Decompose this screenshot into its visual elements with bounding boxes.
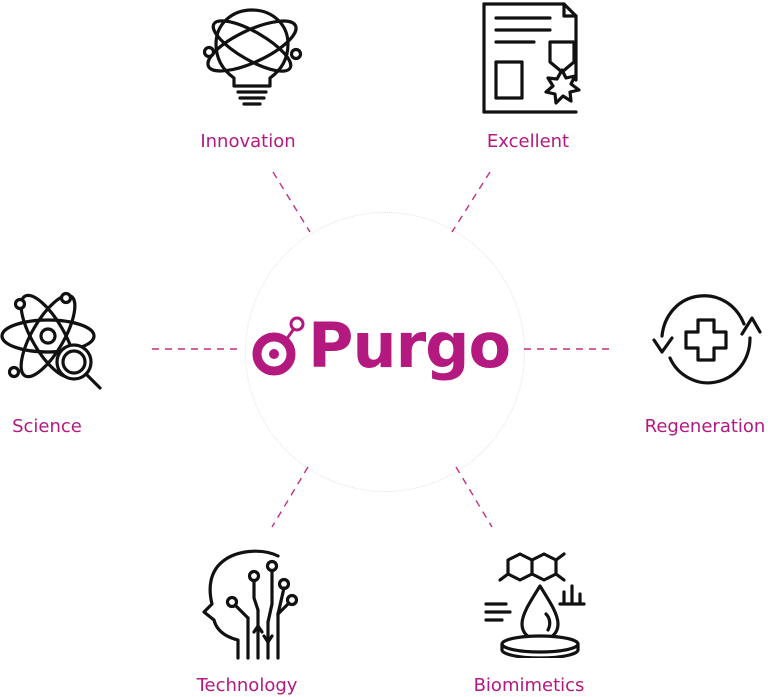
connector-biomimetics — [455, 466, 493, 528]
purgo-logo: Purgo — [248, 309, 523, 390]
node-label-technology: Technology — [196, 675, 298, 696]
connector-excellent — [451, 171, 491, 233]
molecule-drop-icon — [484, 552, 586, 658]
node-label-biomimetics: Biomimetics — [473, 675, 585, 696]
certificate-icon — [482, 2, 581, 114]
ai-head-circuit-icon — [202, 549, 299, 660]
medical-cross-cycle-icon — [652, 294, 762, 385]
node-label-science: Science — [12, 416, 82, 437]
lightbulb-atom-icon — [202, 8, 303, 106]
connector-technology — [271, 466, 309, 528]
brand-name: Purgo — [308, 309, 511, 382]
center-circle — [245, 212, 525, 492]
node-label-excellent: Excellent — [486, 131, 570, 152]
atom-magnifier-icon — [0, 291, 102, 390]
connector-innovation — [272, 171, 311, 233]
node-label-regeneration: Regeneration — [644, 416, 766, 437]
node-label-innovation: Innovation — [200, 131, 296, 152]
purgo-logo-mark — [252, 316, 305, 376]
